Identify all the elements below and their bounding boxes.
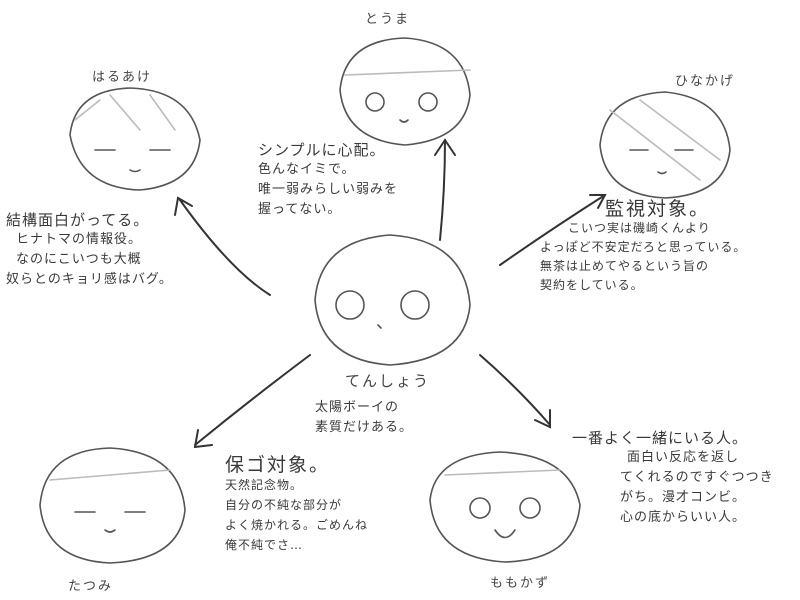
name-touma: とうま [365, 12, 411, 27]
note-line: よっぽど不安定だろと思っている。 [540, 240, 747, 254]
face-tatsumi [39, 447, 186, 564]
note-momokazu: 一番よく一緒にいる人。 面白い反応を返し てくれるのですぐつつき がち。漫才コン… [572, 428, 774, 528]
note-line: 奴らとのキョリ感はバグ。 [6, 272, 173, 287]
face-tenshou [314, 234, 471, 366]
note-line: 結構面白がってる。 [6, 211, 150, 229]
note-tenshou: 太陽ボーイの 素質だけある。 [315, 398, 413, 438]
note-heading: 一番よく一緒にいる人。 [572, 429, 749, 447]
note-line: 心の底からいい人。 [620, 510, 747, 525]
face-haruake [69, 87, 201, 191]
note-line: よく焼かれる。ごめんね [225, 518, 369, 532]
note-line: ヒナトマの情報役。 [16, 232, 143, 247]
note-line: 契約をしている。 [540, 278, 644, 292]
note-tatsumi: 保ゴ対象。 天然記念物。 自分の不純な部分が よく焼かれる。ごめんね 俺不純でさ… [225, 455, 368, 555]
note-touma: シンプルに心配。 色んなイミで。 唯一弱みらしい弱みを 握ってない。 [258, 140, 398, 220]
face-momokazu [429, 451, 581, 563]
name-tenshou: てんしょう [345, 372, 431, 390]
note-line: 無茶は止めてやるという旨の [540, 259, 710, 273]
note-line: がち。漫才コンビ。 [620, 490, 747, 505]
face-hinakage [599, 91, 731, 199]
note-line: なのにこいつも大概 [16, 252, 142, 267]
note-line: 面白い反応を返し [627, 450, 740, 465]
note-hinakage: 監視対象。 こいつ実は磯崎くんより よっぽど不安定だろと思っている。 無茶は止め… [540, 200, 746, 295]
note-line: こいつ実は磯崎くんより [568, 221, 711, 235]
note-line: 自分の不純な部分が [225, 498, 343, 512]
note-line: 天然記念物。 [225, 478, 304, 492]
note-line: 俺不純でさ… [225, 538, 304, 552]
note-heading: 保ゴ対象。 [225, 454, 331, 476]
note-line: 太陽ボーイの [315, 400, 400, 415]
face-touma [339, 37, 471, 146]
note-line: てくれるのですぐつつき [620, 470, 774, 485]
name-tatsumi: たつみ [68, 579, 114, 594]
note-line: 唯一弱みらしい弱みを [258, 182, 399, 197]
name-momokazu: ももかず [490, 576, 551, 591]
note-line: 素質だけある。 [315, 420, 414, 435]
note-line: 握ってない。 [258, 202, 342, 217]
note-heading: 監視対象。 [605, 198, 711, 220]
note-line: 色んなイミで。 [258, 162, 356, 177]
note-line: シンプルに心配。 [258, 141, 386, 159]
name-haruake: はるあけ [92, 70, 153, 85]
arrows [174, 138, 607, 449]
note-haruake: 結構面白がってる。 ヒナトマの情報役。 なのにこいつも大概 奴らとのキョリ感はバ… [6, 210, 173, 290]
name-hinakage: ひなかげ [675, 74, 736, 89]
